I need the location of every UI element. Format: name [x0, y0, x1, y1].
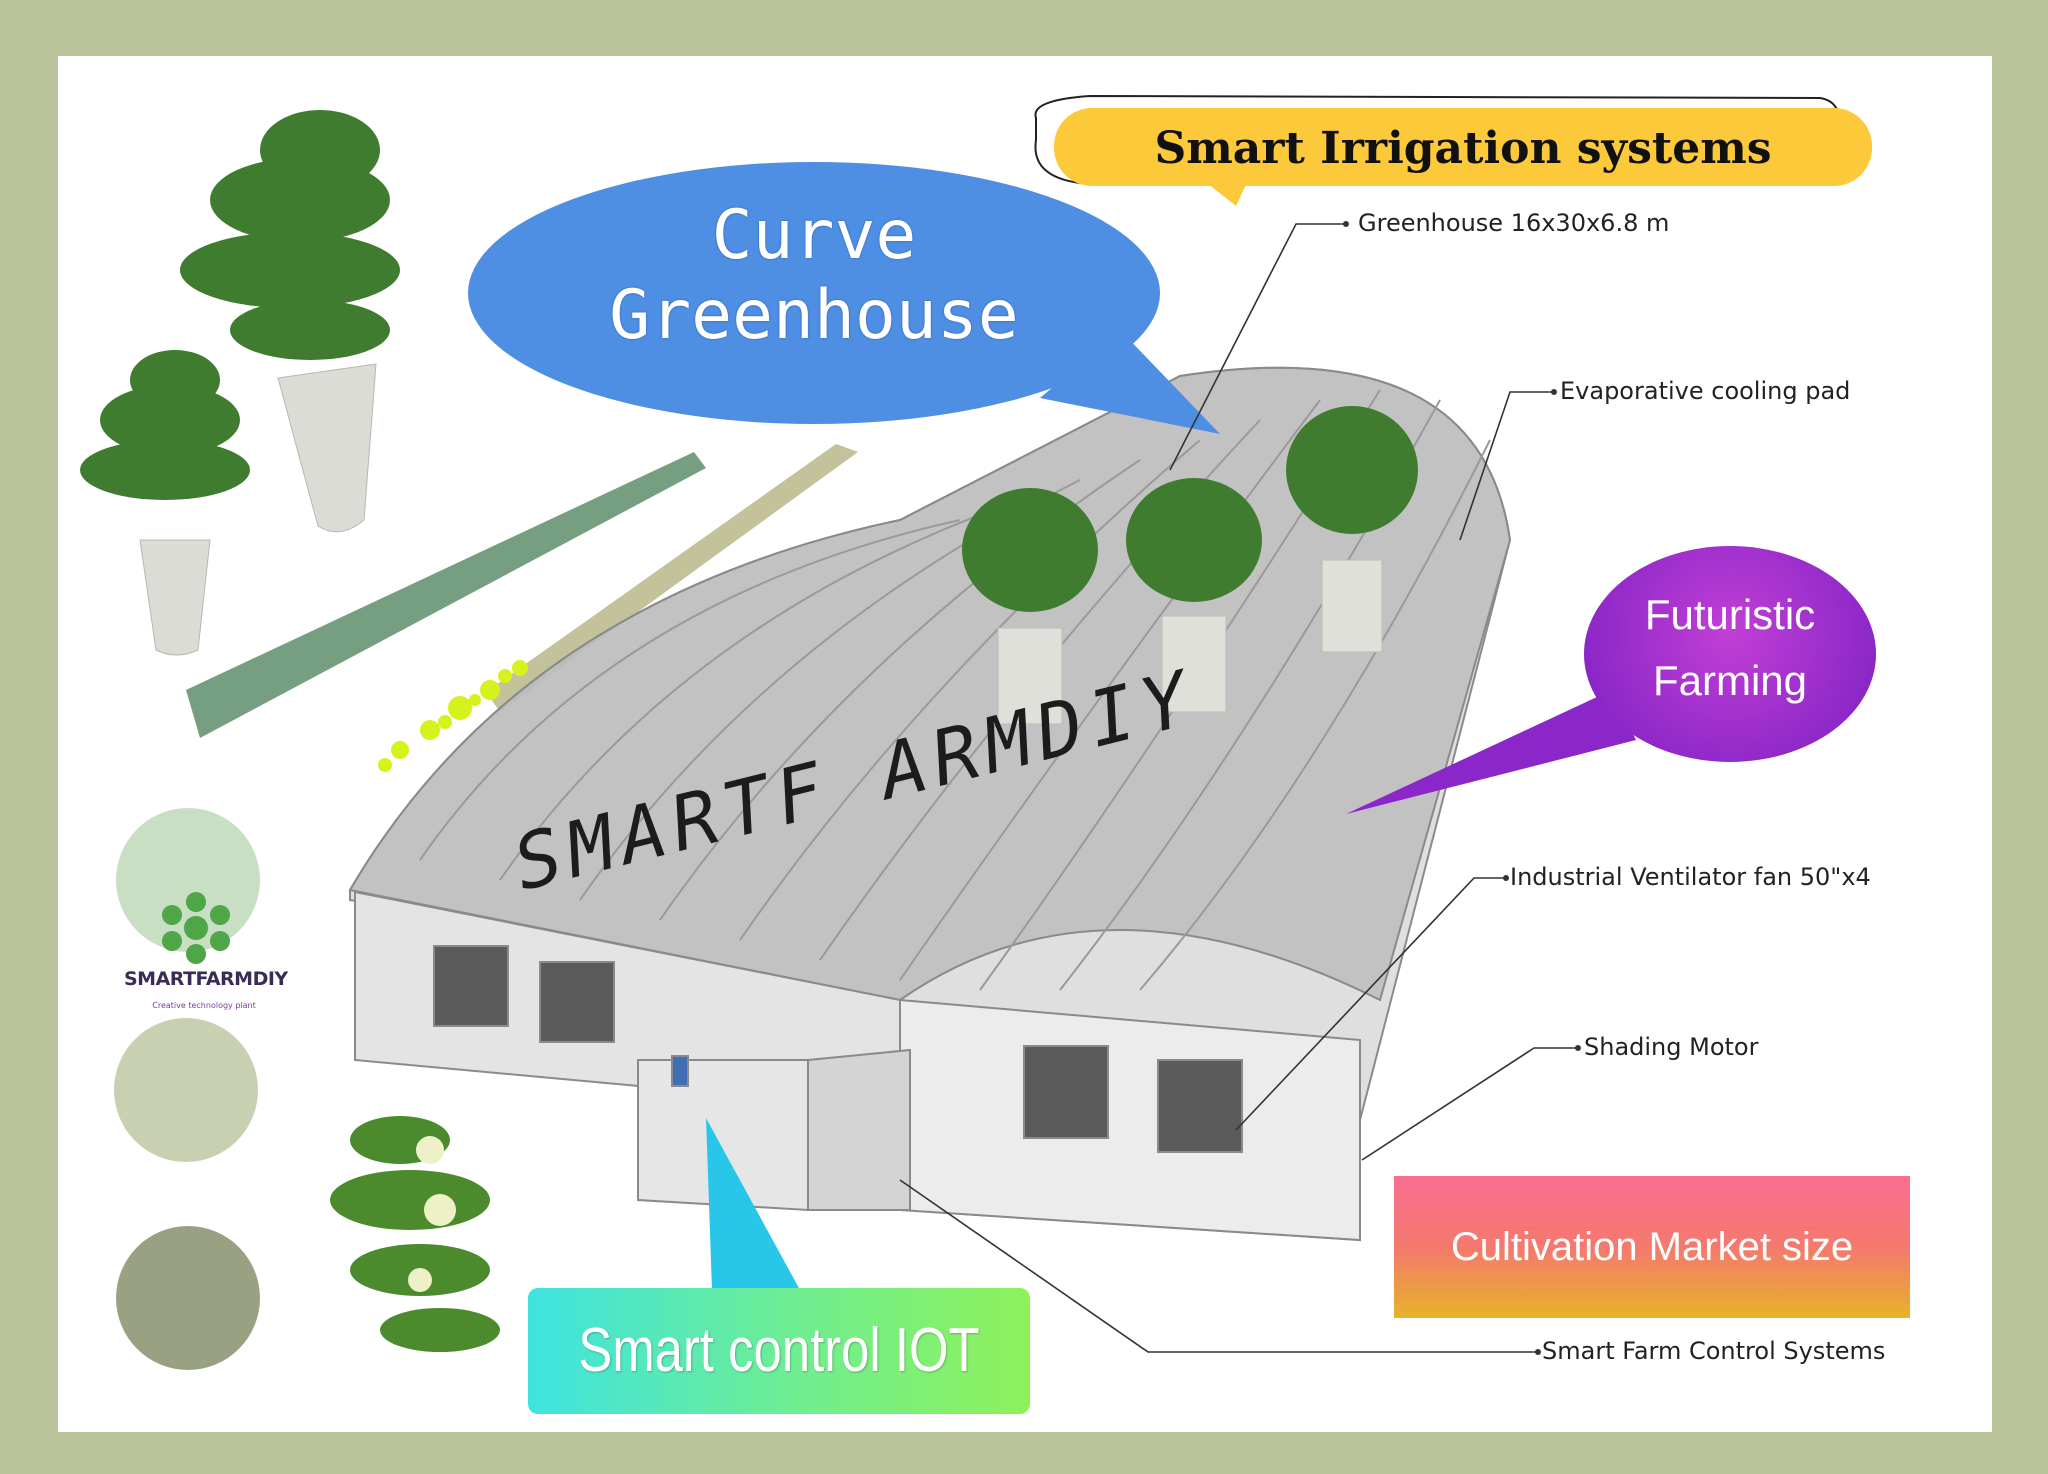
tan-brush-stroke [486, 444, 858, 712]
roof-plant-2 [1126, 478, 1262, 713]
flowering-plant [330, 1116, 500, 1352]
callout-control-systems: Smart Farm Control Systems [1542, 1337, 1886, 1365]
irrigation-banner [1054, 108, 1872, 186]
futuristic-line-1: Futuristic [1644, 591, 1816, 638]
logo-tagline: Creative technology plant [152, 1001, 256, 1010]
potted-plant-large [180, 110, 400, 533]
title-bubble-text: Curve Greenhouse [468, 196, 1160, 356]
title-bubble [468, 162, 1160, 424]
leader-lines [899, 223, 1578, 1353]
title-line-2: Greenhouse [609, 276, 1019, 355]
futuristic-tail [1346, 690, 1636, 814]
swatch-circle-dark [116, 1226, 260, 1370]
iot-badge-text: Smart control IOT [578, 1316, 980, 1385]
iot-badge [528, 1288, 1030, 1414]
futuristic-badge-text: Futuristic Farming [1584, 582, 1876, 714]
market-badge [1394, 1176, 1910, 1318]
roof-plant-1 [962, 488, 1098, 725]
callout-cooling-pad: Evaporative cooling pad [1560, 377, 1851, 405]
callout-shading-motor: Shading Motor [1584, 1033, 1759, 1061]
callout-ventilator-fan: Industrial Ventilator fan 50"x4 [1510, 863, 1871, 891]
logo-name: SMARTFARMDIY [124, 968, 288, 990]
futuristic-badge [1584, 546, 1876, 762]
futuristic-line-2: Farming [1652, 657, 1808, 704]
swatch-circle-mid [114, 1018, 258, 1162]
potted-plant-small [80, 350, 250, 656]
blue-bubble-tail [1040, 330, 1220, 434]
callout-greenhouse-size: Greenhouse 16x30x6.8 m [1358, 209, 1670, 237]
iot-tail [706, 1118, 800, 1290]
yellow-spray [378, 660, 528, 772]
title-line-1: Curve [711, 196, 917, 275]
irrigation-banner-text: Smart Irrigation systems [1154, 123, 1772, 174]
market-badge-text: Cultivation Market size [1450, 1225, 1854, 1269]
logo-icon [162, 892, 230, 964]
green-brush-stroke [186, 452, 706, 738]
roof-plant-3 [1286, 406, 1418, 653]
